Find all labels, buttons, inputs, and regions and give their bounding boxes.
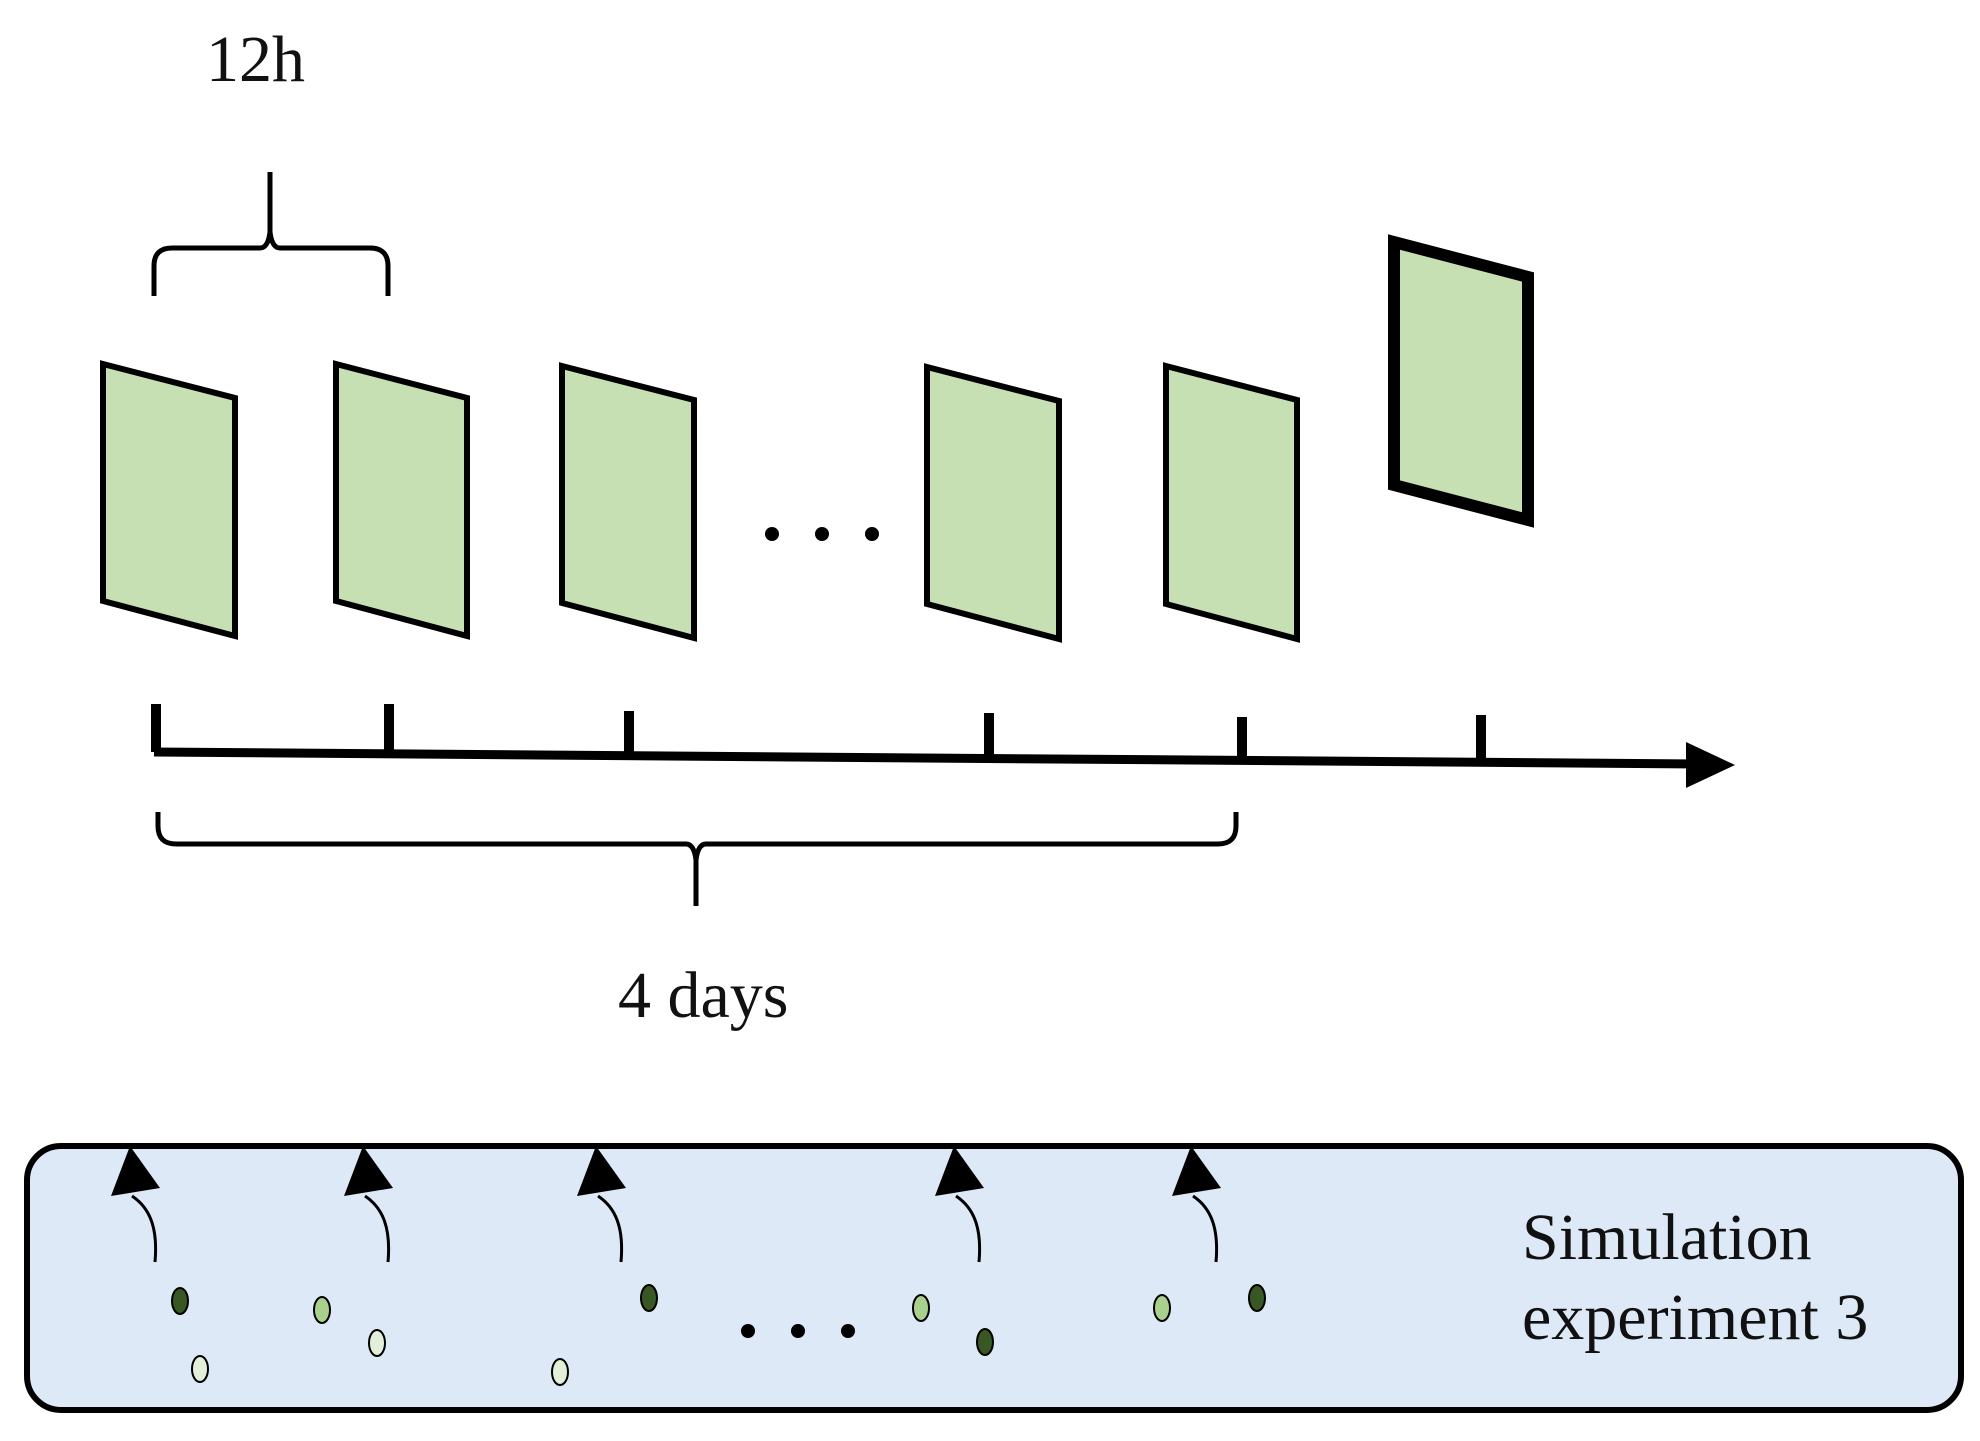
frame-1 [100, 360, 238, 640]
span-label: 4 days [618, 959, 789, 1032]
span-brace [155, 812, 1239, 906]
feed-arrow-5 [1172, 1146, 1221, 1263]
particle-mid [1153, 1294, 1171, 1322]
panel-title-line-1: Simulation [1522, 1201, 1812, 1274]
frames-ellipsis [765, 527, 879, 541]
observation-frames [100, 360, 1300, 643]
particle-dark [171, 1287, 189, 1315]
particles-ellipsis [741, 1324, 855, 1338]
particles [171, 1284, 1266, 1386]
frame-2 [333, 360, 470, 640]
frame-3 [559, 362, 697, 642]
feed-arrows [111, 1146, 1221, 1263]
frame-4 [924, 363, 1062, 643]
particle-mid [313, 1296, 331, 1324]
panel-title: Simulation experiment 3 [1522, 1198, 1868, 1358]
particle-dark [1248, 1284, 1266, 1312]
panel-title-line-2: experiment 3 [1522, 1281, 1869, 1354]
frame-5 [1163, 362, 1300, 643]
particle-light [368, 1329, 386, 1357]
forecast-frame [1388, 234, 1534, 528]
feed-arrow-2 [344, 1146, 393, 1263]
feed-arrow-3 [577, 1146, 626, 1263]
time-axis [151, 704, 1735, 788]
particle-light [551, 1358, 569, 1386]
particle-mid [912, 1294, 930, 1322]
axis-arrowhead [1686, 742, 1735, 788]
feed-arrow-1 [111, 1146, 160, 1263]
axis-ticks [151, 704, 1486, 763]
interval-brace [151, 172, 391, 296]
feed-arrow-4 [935, 1146, 984, 1263]
particle-light [191, 1355, 209, 1383]
particle-dark [640, 1284, 658, 1312]
interval-label: 12h [206, 23, 305, 96]
simulation-panel [24, 1143, 1964, 1413]
particle-dark [976, 1328, 994, 1356]
